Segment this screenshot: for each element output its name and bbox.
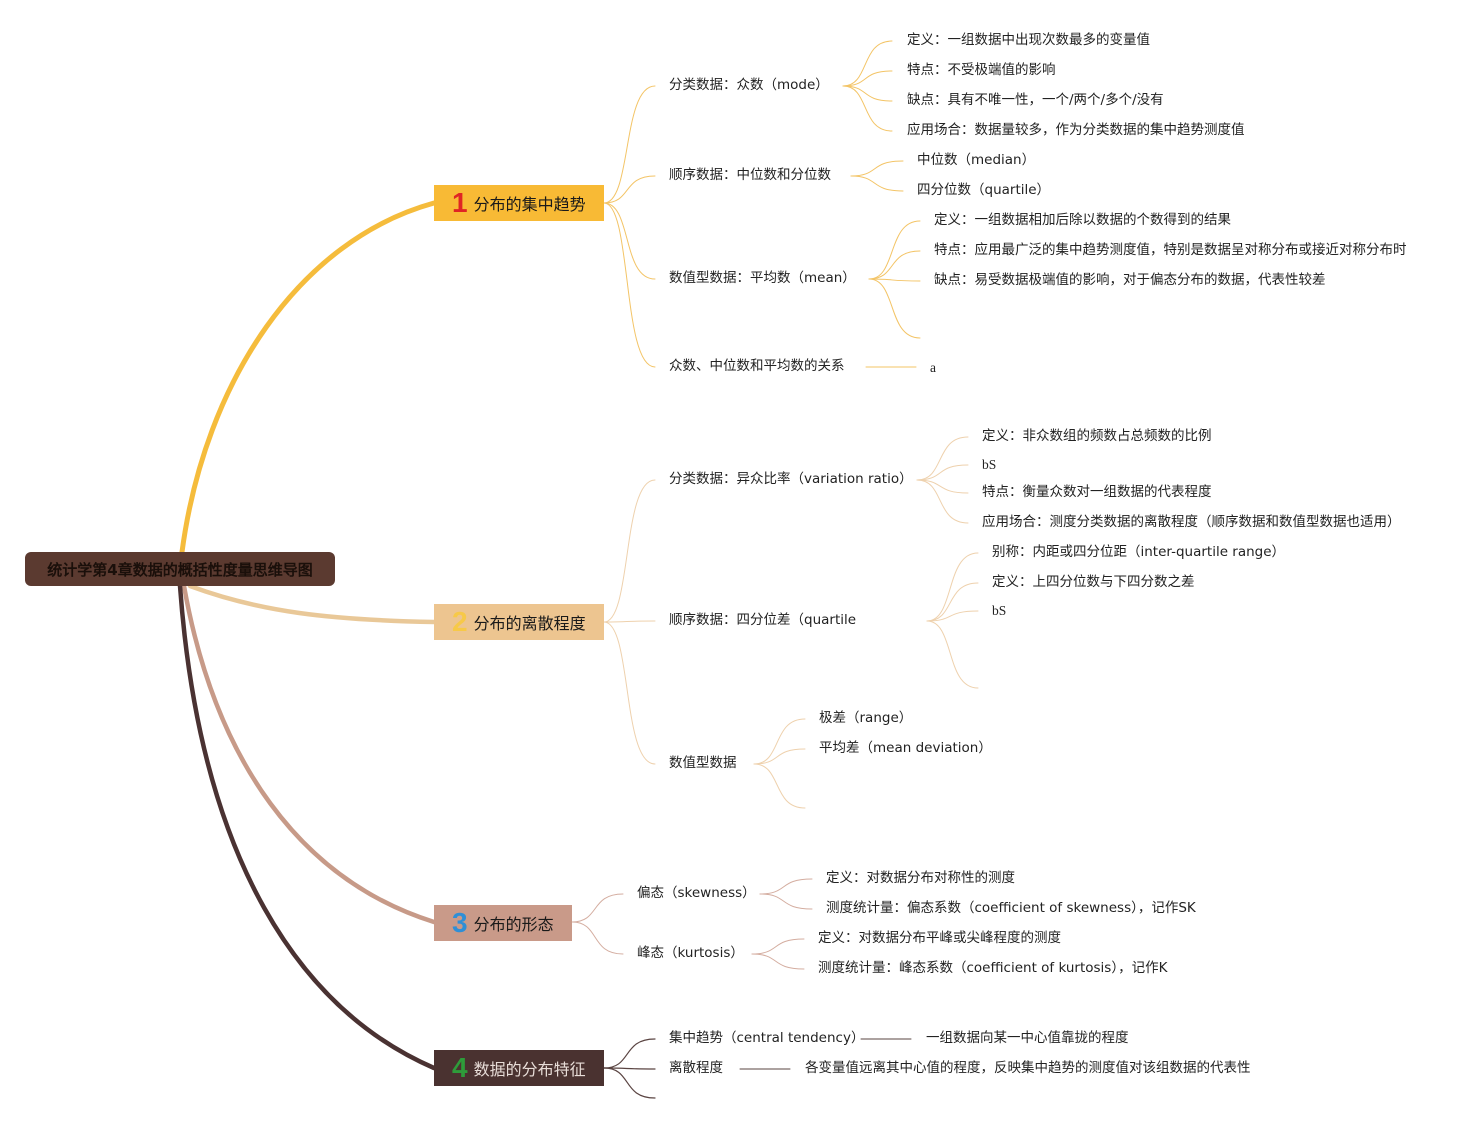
connector-0 [603, 85, 656, 204]
connector-30 [571, 921, 624, 955]
leaf-central-tendency-desc[interactable]: 一组数据向某一中心值靠拢的程度 [926, 1030, 1129, 1046]
connector-32 [759, 893, 813, 910]
branch-1-central-tendency[interactable]: 1 分布的集中趋势 [434, 185, 604, 221]
connector-13 [868, 278, 921, 339]
connector-35 [603, 1038, 656, 1069]
connector-9 [850, 175, 904, 192]
leaf-skew-statistic[interactable]: 测度统计量：偏态系数（coefficient of skewness），记作SK [826, 900, 1196, 916]
subtopic-mode[interactable]: 分类数据：众数（mode） [669, 77, 829, 93]
root-edge-3 [181, 583, 437, 925]
connector-24 [926, 610, 979, 622]
subtopic-skewness[interactable]: 偏态（skewness） [637, 885, 756, 901]
leaf-mode-drawback[interactable]: 缺点：具有不唯一性，一个/两个/多个/没有 [907, 92, 1164, 108]
subtopic-numeric-data[interactable]: 数值型数据 [669, 755, 737, 771]
connector-12 [868, 278, 921, 282]
leaf-dispersion-desc[interactable]: 各变量值远离其中心值的程度，反映集中趋势的测度值对该组数据的代表性 [805, 1060, 1251, 1076]
connector-10 [868, 220, 921, 280]
connector-1 [603, 175, 656, 204]
branch-label: 数据的分布特征 [473, 1060, 586, 1079]
leaf-vr-definition[interactable]: 定义：非众数组的频数占总频数的比例 [982, 428, 1212, 444]
leaf-qd-definition[interactable]: 定义：上四分位数与下四分数之差 [992, 574, 1195, 590]
leaf-kurt-statistic[interactable]: 测度统计量：峰态系数（coefficient of kurtosis），记作K [818, 960, 1168, 976]
connector-33 [751, 938, 805, 955]
leaf-qd-bs[interactable]: bS [992, 603, 1007, 618]
leaf-median[interactable]: 中位数（median） [917, 152, 1036, 168]
subtopic-variation-ratio[interactable]: 分类数据：异众比率（variation ratio） [669, 471, 913, 487]
leaf-mean-definition[interactable]: 定义：一组数据相加后除以数据的个数得到的结果 [934, 212, 1231, 228]
connector-31 [759, 878, 813, 895]
branch-number-4: 4 [452, 1052, 468, 1083]
root-title: 统计学第4章数据的概括性度量思维导图 [47, 560, 313, 579]
branch-3-shape[interactable]: 3 分布的形态 [434, 905, 572, 941]
leaf-vr-feature[interactable]: 特点：衡量众数对一组数据的代表程度 [982, 484, 1212, 500]
connector-8 [850, 160, 904, 177]
leaf-mode-definition[interactable]: 定义：一组数据中出现次数最多的变量值 [907, 32, 1150, 48]
connector-16 [603, 620, 656, 623]
leaf-mean-drawback[interactable]: 缺点：易受数据极端值的影响，对于偏态分布的数据，代表性较差 [934, 272, 1326, 288]
connector-20 [916, 479, 969, 494]
branch-4-distribution-features[interactable]: 4 数据的分布特征 [434, 1050, 604, 1086]
leaf-mode-feature[interactable]: 特点：不受极端值的影响 [907, 62, 1056, 78]
root-edge-2 [187, 583, 437, 625]
subtopic-central-tendency[interactable]: 集中趋势（central tendency） [669, 1030, 865, 1046]
connector-27 [753, 748, 806, 765]
connector-25 [926, 620, 979, 689]
leaf-kurt-definition[interactable]: 定义：对数据分布平峰或尖峰程度的测度 [818, 930, 1061, 946]
subtopic-quartile-deviation[interactable]: 顺序数据：四分位差（quartile [669, 612, 857, 628]
leaf-mode-application[interactable]: 应用场合：数据量较多，作为分类数据的集中趋势测度值 [907, 122, 1245, 138]
connector-4 [842, 40, 893, 87]
connector-21 [916, 479, 969, 524]
connector-11 [868, 250, 921, 280]
connector-23 [926, 582, 979, 622]
connector-2 [603, 202, 656, 280]
branch-2-dispersion[interactable]: 2 分布的离散程度 [434, 604, 604, 640]
connector-36 [603, 1067, 656, 1070]
subtopic-relationship[interactable]: 众数、中位数和平均数的关系 [669, 358, 845, 374]
connector-18 [916, 436, 969, 481]
connector-19 [916, 464, 969, 481]
connector-6 [842, 85, 893, 102]
branch-label: 分布的离散程度 [473, 614, 586, 633]
leaf-relationship-a[interactable]: a [930, 360, 936, 375]
root-edge-1 [179, 200, 437, 555]
leaf-range[interactable]: 极差（range） [819, 710, 913, 726]
branch-label: 分布的集中趋势 [473, 195, 586, 214]
leaf-vr-bs[interactable]: bS [982, 457, 997, 472]
connector-5 [842, 70, 893, 87]
connector-7 [842, 85, 893, 132]
root-topic[interactable]: 统计学第4章数据的概括性度量思维导图 [25, 552, 335, 586]
branch-label: 分布的形态 [473, 915, 554, 934]
subtopic-kurtosis[interactable]: 峰态（kurtosis） [637, 945, 744, 961]
leaf-mean-feature[interactable]: 特点：应用最广泛的集中趋势测度值，特别是数据呈对称分布或接近对称分布时 [934, 242, 1407, 258]
connector-29 [571, 893, 624, 923]
connector-3 [603, 202, 656, 368]
branch-number-2: 2 [452, 606, 468, 637]
connector-17 [603, 621, 656, 765]
branch-number-1: 1 [452, 187, 468, 218]
subtopic-median-quantile[interactable]: 顺序数据：中位数和分位数 [669, 167, 831, 183]
leaf-skew-definition[interactable]: 定义：对数据分布对称性的测度 [826, 870, 1015, 886]
connector-34 [751, 953, 805, 970]
branch-number-3: 3 [452, 907, 468, 938]
subtopic-mean[interactable]: 数值型数据：平均数（mean） [669, 270, 856, 286]
connector-28 [753, 763, 806, 809]
leaf-mean-deviation[interactable]: 平均差（mean deviation） [819, 740, 992, 756]
connector-22 [926, 552, 979, 622]
root-edge-4 [177, 583, 437, 1071]
leaf-qd-alias[interactable]: 别称：内距或四分位距（inter-quartile range） [992, 544, 1286, 560]
leaf-vr-application[interactable]: 应用场合：测度分类数据的离散程度（顺序数据和数值型数据也适用） [982, 514, 1401, 530]
connector-15 [603, 479, 656, 623]
subtopic-dispersion-degree[interactable]: 离散程度 [669, 1060, 723, 1076]
connector-26 [753, 718, 806, 765]
connector-37 [603, 1067, 656, 1099]
leaf-quartile[interactable]: 四分位数（quartile） [917, 182, 1051, 198]
